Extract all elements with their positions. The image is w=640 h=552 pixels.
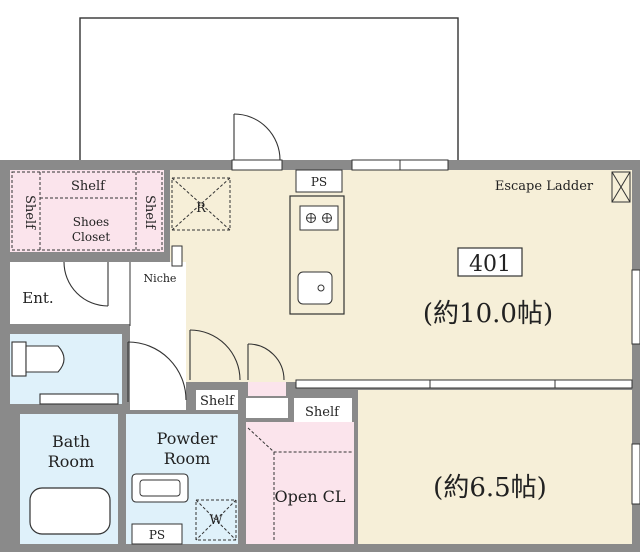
kitchen-counter bbox=[289, 195, 345, 315]
powder-shelf bbox=[196, 390, 238, 410]
stove-icon bbox=[306, 213, 332, 223]
bedroom-size: (約6.5帖) bbox=[433, 473, 547, 503]
open-closet-shelf-floor bbox=[294, 398, 352, 422]
ldk-floor-lower bbox=[190, 320, 286, 382]
ldk-door[interactable] bbox=[189, 329, 241, 381]
open-closet-label: Open CL bbox=[274, 487, 345, 506]
shoes-closet-line2: Closet bbox=[72, 230, 111, 244]
washer-space bbox=[195, 499, 237, 541]
ps-shaft-bottom bbox=[131, 523, 183, 545]
hall-floor bbox=[130, 262, 186, 410]
bath-label-line2: Room bbox=[48, 452, 94, 471]
ps-label-top: PS bbox=[311, 175, 327, 189]
unit-number-box bbox=[457, 247, 523, 277]
entrance-door[interactable] bbox=[63, 261, 109, 307]
niche-label: Niche bbox=[144, 272, 177, 285]
toilet-door[interactable] bbox=[127, 341, 187, 402]
sink bbox=[297, 271, 333, 305]
open-closet-outline bbox=[247, 427, 352, 542]
unit-number: 401 bbox=[469, 252, 511, 277]
shoes-closet-floor bbox=[10, 170, 164, 252]
open-closet-floor bbox=[246, 422, 354, 544]
open-closet-shelf-label: Shelf bbox=[305, 405, 340, 420]
powder-label-line1: Powder bbox=[157, 429, 218, 448]
ldk-side-door[interactable] bbox=[247, 343, 285, 381]
ldk-size: (約10.0帖) bbox=[423, 299, 553, 329]
sliding-partition bbox=[295, 379, 633, 389]
toilet bbox=[11, 341, 119, 405]
shoes-shelf-left: Shelf bbox=[22, 195, 37, 230]
bathtub bbox=[29, 487, 111, 535]
right-window-top bbox=[631, 269, 640, 345]
powder-label-line2: Room bbox=[164, 449, 210, 468]
shoes-shelf-right: Shelf bbox=[142, 195, 157, 230]
refrigerator-space bbox=[171, 177, 231, 231]
washer-label: W bbox=[209, 513, 223, 528]
shoes-shelf-top: Shelf bbox=[71, 179, 106, 194]
escape-ladder-hatch bbox=[611, 171, 631, 203]
balcony-door[interactable] bbox=[233, 113, 281, 161]
balcony bbox=[79, 17, 459, 165]
ps-label-bottom: PS bbox=[149, 528, 165, 542]
balcony-door-gap bbox=[231, 159, 283, 171]
niche bbox=[171, 245, 183, 267]
hall-nook bbox=[246, 398, 288, 418]
bedroom-floor bbox=[358, 390, 632, 544]
washbasin bbox=[131, 473, 189, 503]
shoes-closet-shelves bbox=[11, 171, 163, 251]
powder-shelf-label: Shelf bbox=[200, 394, 235, 409]
refrigerator-label: R bbox=[196, 201, 207, 216]
ldk-corner-pink bbox=[248, 382, 286, 396]
right-window-bottom bbox=[631, 443, 640, 505]
entrance-label: Ent. bbox=[22, 289, 53, 307]
shoes-closet-line1: Shoes bbox=[73, 215, 109, 229]
escape-ladder-label: Escape Ladder bbox=[495, 179, 594, 194]
bath-label-line1: Bath bbox=[52, 432, 90, 451]
ps-shaft-top bbox=[295, 169, 343, 193]
